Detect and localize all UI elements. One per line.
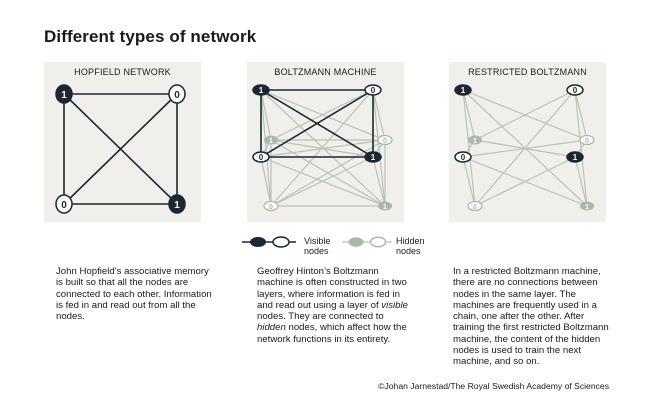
hopfield-node-top-right: 0 (168, 84, 186, 104)
node-value: 1 (371, 153, 376, 162)
node-value: 1 (585, 204, 589, 211)
hidden-nodes-label: Hidden nodes (396, 236, 425, 256)
boltzmann-visible-node-1: 1 (252, 84, 270, 96)
boltzmann-desc-emphasis-hidden: hidden (257, 322, 286, 334)
node-value: 0 (573, 86, 578, 95)
node-value: 1 (259, 86, 264, 95)
boltzmann-desc-emphasis-visible: visible (381, 299, 408, 311)
visible-nodes-symbol (242, 236, 296, 248)
hopfield-diagram: 1 0 0 1 (55, 84, 186, 214)
visible-label-line2: nodes (304, 246, 329, 256)
restricted-hidden-node-3: 0 (467, 200, 483, 212)
node-value: 1 (269, 138, 273, 145)
boltzmann-diagram: 1 0 0 1 1 0 0 1 (252, 84, 393, 212)
node-value: 1 (174, 200, 180, 211)
restricted-panel-title: RESTRICTED BOLTZMANN (468, 67, 587, 77)
boltzmann-hidden-node-2: 0 (377, 134, 393, 146)
restricted-visible-node-3: 0 (454, 151, 472, 163)
node-value: 0 (461, 153, 466, 162)
hopfield-panel: HOPFIELD NETWORK 1 0 0 1 (44, 62, 201, 222)
node-value: 0 (473, 204, 477, 211)
legend-symbols (242, 236, 392, 248)
boltzmann-panel: BOLTZMANN MACHINE (247, 62, 404, 222)
image-credit: ©Johan Jarnestad/The Royal Swedish Acade… (378, 381, 609, 391)
restricted-connections (462, 89, 588, 207)
visible-label-line1: Visible (304, 236, 331, 246)
hopfield-node-bottom-left: 0 (55, 194, 73, 214)
node-value: 1 (461, 86, 466, 95)
node-value: 1 (383, 204, 387, 211)
legend: Visible nodes Hidden nodes (240, 232, 450, 258)
boltzmann-desc-part2: nodes. They are connected to (257, 311, 384, 323)
node-value: 0 (174, 90, 180, 101)
boltzmann-visible-connections (260, 89, 374, 158)
hopfield-node-bottom-right: 1 (168, 194, 186, 214)
boltzmann-visible-node-2: 0 (364, 84, 382, 96)
node-value: 1 (473, 138, 477, 145)
hopfield-connections (63, 93, 178, 205)
boltzmann-panel-title: BOLTZMANN MACHINE (274, 67, 377, 77)
hopfield-description: John Hopfield’s associative memory is bu… (56, 266, 212, 323)
boltzmann-desc-part1: Geoffrey Hinton’s Boltzmann machine is o… (257, 266, 407, 311)
node-value: 0 (371, 86, 376, 95)
boltzmann-desc-part3: nodes, which affect how the network func… (257, 322, 407, 345)
restricted-hidden-node-2: 0 (579, 134, 595, 146)
diagram-title: Different types of network (44, 27, 257, 46)
hidden-label-line2: nodes (396, 246, 421, 256)
node-value: 0 (61, 200, 67, 211)
boltzmann-visible-node-3: 0 (252, 151, 270, 163)
node-value: 0 (269, 204, 273, 211)
node-value: 0 (585, 138, 589, 145)
node-value: 0 (383, 138, 387, 145)
boltzmann-hidden-connections (260, 89, 386, 207)
hidden-label-line1: Hidden (396, 236, 425, 246)
restricted-panel: RESTRICTED BOLTZMANN 1 0 (449, 62, 606, 222)
hopfield-panel-title: HOPFIELD NETWORK (74, 67, 171, 77)
restricted-diagram: 1 0 0 1 1 0 0 1 (454, 84, 595, 212)
boltzmann-description: Geoffrey Hinton’s Boltzmann machine is o… (257, 266, 415, 345)
boltzmann-hidden-node-1: 1 (264, 135, 278, 145)
restricted-hidden-node-1: 1 (468, 135, 482, 145)
node-value: 0 (259, 153, 264, 162)
boltzmann-visible-node-4: 1 (364, 151, 382, 163)
node-value: 1 (573, 153, 578, 162)
hidden-nodes-symbol (342, 236, 392, 248)
hopfield-node-top-left: 1 (55, 84, 73, 104)
restricted-description: In a restricted Boltzmann machine, there… (453, 266, 609, 368)
restricted-visible-node-2: 0 (566, 84, 584, 96)
node-value: 1 (61, 90, 67, 101)
restricted-visible-node-1: 1 (454, 84, 472, 96)
restricted-hidden-node-4: 1 (580, 201, 594, 211)
visible-nodes-label: Visible nodes (304, 236, 330, 256)
restricted-visible-node-4: 1 (566, 151, 584, 163)
boltzmann-hidden-node-4: 1 (378, 201, 392, 211)
boltzmann-hidden-node-3: 0 (263, 200, 279, 212)
